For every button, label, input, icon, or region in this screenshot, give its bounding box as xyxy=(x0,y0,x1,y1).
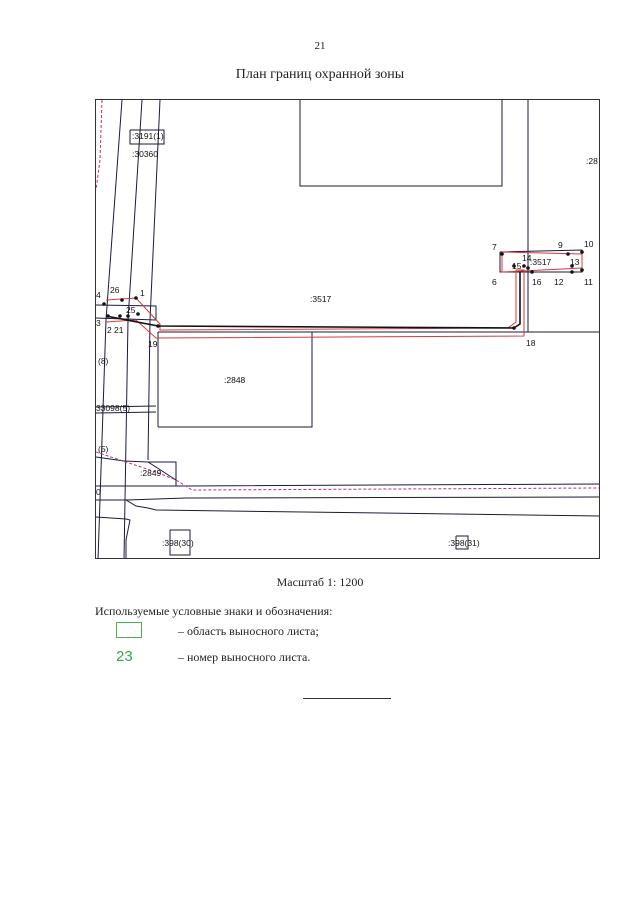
parcel-3517-small-box xyxy=(499,249,583,273)
label-point-11: 11 xyxy=(584,277,593,287)
point-7 xyxy=(500,252,504,256)
parcel-corner-block xyxy=(96,304,157,321)
footer-divider xyxy=(303,698,391,699)
parcel-2848-right xyxy=(158,332,313,428)
page-number: 21 xyxy=(314,40,326,52)
point-6 xyxy=(512,264,516,268)
protection-zone xyxy=(105,251,583,339)
point-14 xyxy=(526,266,530,270)
point-21 xyxy=(126,314,130,318)
label-point-4: 4 xyxy=(96,290,101,300)
label-parcel-5: (5) xyxy=(98,444,109,454)
label-point-13: 13 xyxy=(570,257,580,267)
boundary-points xyxy=(102,250,584,330)
page-title: План границ охранной зоны xyxy=(235,67,405,82)
label-point-21: 21 xyxy=(114,325,124,335)
point-15 xyxy=(522,264,526,268)
label-point-15: 15 xyxy=(512,261,522,271)
label-parcel-2849: :2849 xyxy=(140,468,162,478)
point-16 xyxy=(530,270,534,274)
label-parcel-398-31: :398(31) xyxy=(448,538,480,548)
label-parcel-398-30: :398(30) xyxy=(162,538,194,548)
label-point-25: 25 xyxy=(126,305,136,315)
point-18 xyxy=(512,326,516,330)
label-point-14: 14 xyxy=(522,253,532,263)
point-10 xyxy=(580,250,584,254)
label-point-10: 10 xyxy=(584,239,594,249)
label-point-19: 19 xyxy=(148,339,158,349)
legend-area-swatch xyxy=(116,622,142,638)
label-point-26: 26 xyxy=(110,285,120,295)
point-9 xyxy=(566,252,570,256)
zone-outline xyxy=(105,269,525,339)
label-point-7: 7 xyxy=(492,242,497,252)
label-parcel-33098: 33098(5) xyxy=(96,403,130,413)
label-parcel-3517-small: :3517 xyxy=(530,257,552,267)
label-parcel-2848: :2848 xyxy=(224,375,246,385)
point-4 xyxy=(102,302,106,306)
point-12 xyxy=(570,270,574,274)
point-2 xyxy=(118,314,122,318)
point-13 xyxy=(570,264,574,268)
dashed-boundary xyxy=(96,100,599,491)
street-line-upper xyxy=(96,456,177,481)
parcel-398-31-box xyxy=(455,535,469,550)
label-parcel-8: (8) xyxy=(98,356,109,366)
label-parcel-3517: :3517 xyxy=(310,294,332,304)
zone-outline-east xyxy=(501,251,583,273)
point-25 xyxy=(136,312,140,316)
parcel-top-outline xyxy=(299,100,503,187)
label-parcel-28: :28 xyxy=(586,156,598,166)
parcel-2849-box xyxy=(148,461,177,486)
point-26 xyxy=(120,298,124,302)
parcel-33098-line-b xyxy=(96,411,157,414)
label-point-18: 18 xyxy=(526,338,536,348)
legend-area-text: – область выносного листа; xyxy=(178,624,319,638)
point-11 xyxy=(580,268,584,272)
label-point-3: 3 xyxy=(96,318,101,328)
label-parcel-0: 0 xyxy=(96,487,101,497)
label-parcel-3191: :3191(1) xyxy=(132,131,164,141)
scale-text: Масштаб 1: 1200 xyxy=(276,575,364,589)
legend-title: Используемые условные знаки и обозначени… xyxy=(95,604,333,618)
parcel-398-30-box xyxy=(169,529,191,556)
point-1 xyxy=(134,296,138,300)
label-point-1: 1 xyxy=(140,288,145,298)
label-point-6: 6 xyxy=(492,277,497,287)
street-line-middle xyxy=(96,483,599,487)
road-line-left-a xyxy=(97,100,123,558)
parcel-33098-line-a xyxy=(96,405,157,408)
road-line-left-b xyxy=(123,100,143,558)
parcel-lines xyxy=(96,100,599,558)
point-3 xyxy=(106,314,110,318)
parcel-3191-box xyxy=(129,129,165,145)
dashed-boundary-bottom xyxy=(96,451,599,491)
boundary-map[interactable]: :3191(1) :30360 :28 :3517 :3517 :2848 33… xyxy=(95,99,600,559)
map-canvas: :3191(1) :30360 :28 :3517 :3517 :2848 33… xyxy=(96,100,599,558)
label-point-12: 12 xyxy=(554,277,564,287)
road-line-lower-left xyxy=(96,516,131,558)
label-point-9: 9 xyxy=(558,240,563,250)
legend-sheet-number: 23 xyxy=(116,648,133,665)
label-parcel-30360: :30360 xyxy=(132,149,158,159)
legend-sheet-number-text: – номер выносного листа. xyxy=(178,650,311,664)
label-point-16: 16 xyxy=(532,277,542,287)
point-19 xyxy=(156,324,160,328)
street-line-bottom xyxy=(125,499,599,517)
street-line-lower xyxy=(96,496,599,501)
label-point-2: 2 xyxy=(107,325,112,335)
dashed-boundary-top xyxy=(96,100,103,191)
